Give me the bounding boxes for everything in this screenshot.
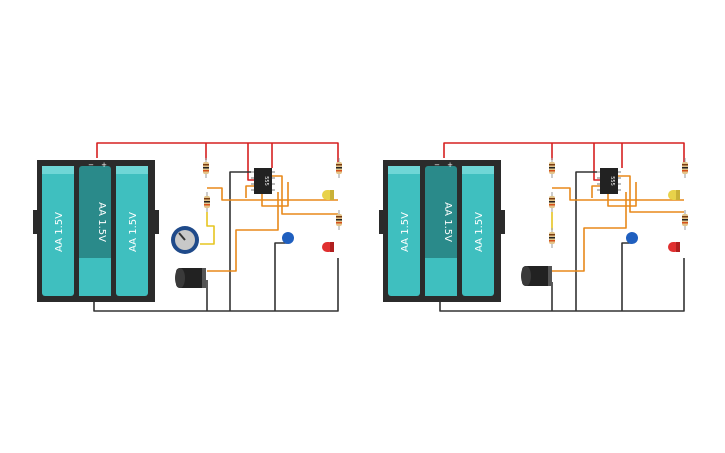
black-wire[interactable] [439, 258, 685, 312]
chip-label: 555 [609, 176, 615, 186]
orange-wire[interactable] [552, 187, 684, 201]
electrolytic-capacitor[interactable] [175, 268, 206, 288]
resistor[interactable] [336, 158, 342, 178]
timer-chip[interactable]: 555 [251, 168, 275, 194]
potentiometer[interactable] [171, 226, 199, 254]
ceramic-capacitor[interactable] [282, 232, 294, 244]
orange-wire[interactable] [207, 187, 338, 201]
yellow-led[interactable] [668, 190, 680, 200]
cell-label: AA 1.5V [128, 212, 139, 252]
chip-label: 555 [263, 176, 269, 186]
black-wire[interactable] [274, 242, 287, 311]
battery-plus-label: + [101, 161, 107, 169]
orange-wire[interactable] [591, 185, 600, 198]
black-wire[interactable] [621, 242, 632, 311]
cell-label: AA 1.5V [54, 212, 65, 252]
orange-wire[interactable] [607, 182, 637, 207]
electrolytic-capacitor[interactable] [521, 266, 552, 286]
ceramic-capacitor[interactable] [626, 232, 638, 244]
circuit-2[interactable]: AA 1.5V AA 1.5V AA 1.5V − + [379, 142, 688, 312]
yellow-led[interactable] [322, 190, 334, 200]
resistor[interactable] [204, 192, 210, 212]
timer-chip[interactable]: 555 [597, 168, 621, 194]
cell-label: AA 1.5V [96, 202, 107, 242]
battery-cell: AA 1.5V [388, 166, 420, 296]
yellow-wire[interactable] [200, 212, 215, 245]
orange-wire[interactable] [261, 182, 289, 207]
orange-wire[interactable] [552, 192, 627, 272]
red-led[interactable] [668, 242, 680, 252]
cell-label: AA 1.5V [400, 212, 411, 252]
resistor[interactable] [682, 210, 688, 230]
resistor[interactable] [549, 192, 555, 212]
circuit-1[interactable]: AA 1.5V AA 1.5V AA 1.5V − + [33, 142, 342, 312]
battery-holder[interactable]: AA 1.5V AA 1.5V AA 1.5V − + [33, 160, 159, 302]
battery-cell: AA 1.5V [425, 166, 457, 296]
cell-label: AA 1.5V [442, 202, 453, 242]
cell-label: AA 1.5V [474, 212, 485, 252]
battery-holder[interactable]: AA 1.5V AA 1.5V AA 1.5V − + [379, 160, 505, 302]
battery-cell: AA 1.5V [42, 166, 74, 296]
resistor[interactable] [682, 158, 688, 178]
battery-minus-label: − [434, 161, 440, 169]
battery-plus-label: + [447, 161, 453, 169]
orange-wire[interactable] [207, 192, 279, 272]
resistor[interactable] [549, 158, 555, 178]
black-wire[interactable] [93, 258, 339, 312]
red-led[interactable] [322, 242, 334, 252]
battery-cell: AA 1.5V [462, 166, 494, 296]
red-wire[interactable] [96, 142, 339, 168]
battery-cell: AA 1.5V [79, 166, 111, 296]
battery-minus-label: − [88, 161, 94, 169]
resistor[interactable] [549, 228, 555, 248]
battery-cell: AA 1.5V [116, 166, 148, 296]
red-wire[interactable] [443, 142, 685, 168]
orange-wire[interactable] [245, 185, 255, 198]
resistor[interactable] [336, 210, 342, 230]
resistor[interactable] [203, 158, 209, 178]
